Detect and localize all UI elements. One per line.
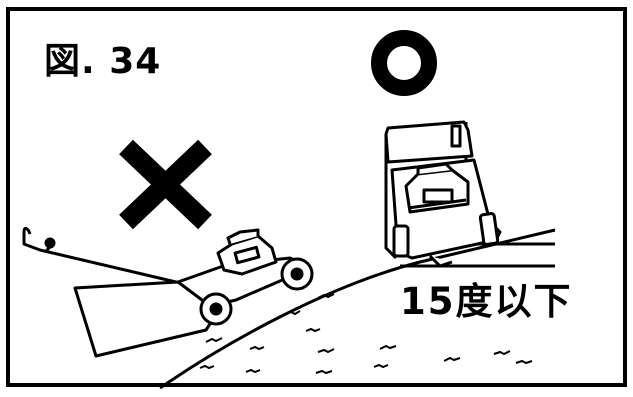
grass-tufts [199, 293, 533, 375]
slope-limit-label: 15度以下 [400, 280, 573, 323]
ok-circle-icon [371, 30, 437, 96]
ok-mower-left-wheel [392, 224, 410, 258]
figure-border [6, 7, 627, 387]
mower-handle [22, 232, 177, 284]
ok-mower [384, 120, 502, 268]
ng-mower [22, 226, 314, 358]
ng-cross-icon [119, 139, 212, 230]
figure-label: 図. 34 [44, 41, 162, 82]
ok-mower-right-wheel [478, 212, 500, 246]
